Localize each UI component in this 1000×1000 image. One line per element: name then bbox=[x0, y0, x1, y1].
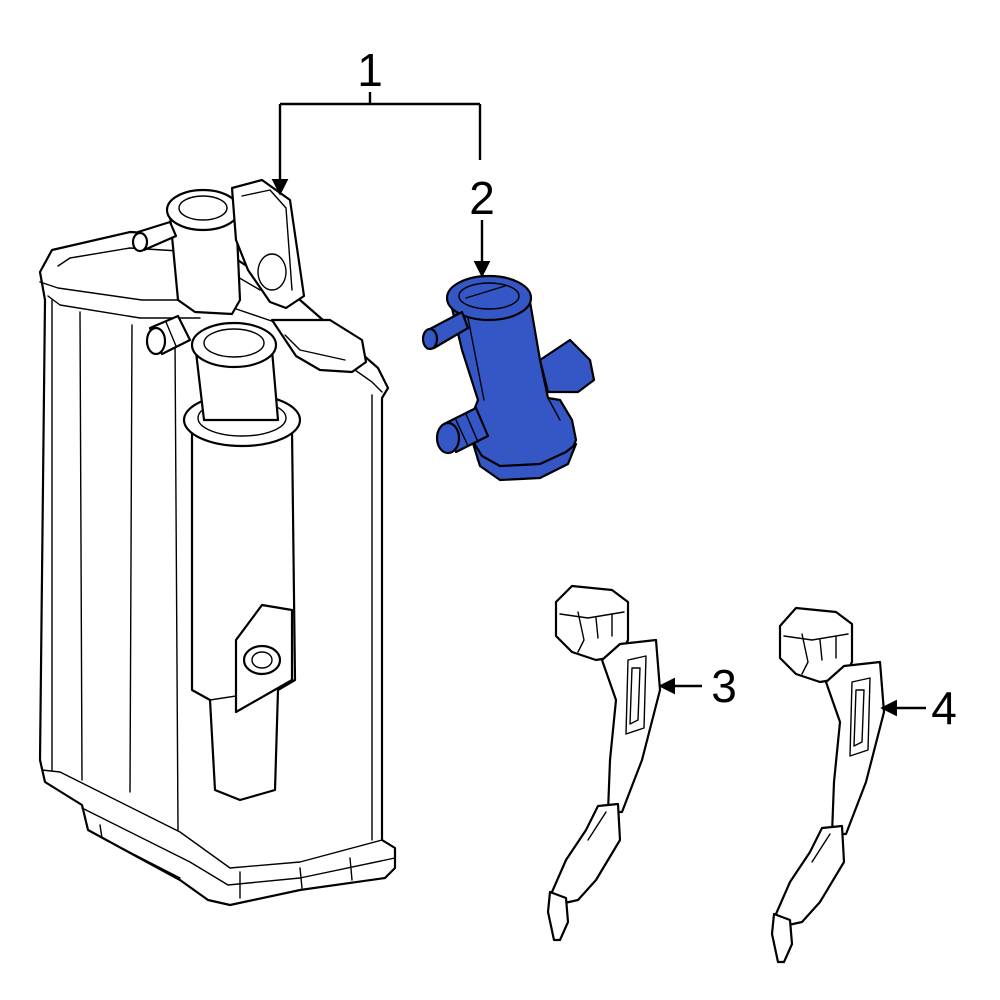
valve-side-port bbox=[538, 338, 596, 394]
callout-3: 3 bbox=[711, 660, 737, 712]
callout-leaders bbox=[271, 92, 926, 717]
vent-hose-part-4[interactable] bbox=[770, 606, 886, 964]
canister-assembly[interactable] bbox=[38, 178, 397, 907]
callout-2: 2 bbox=[469, 172, 495, 224]
purge-valve-highlighted[interactable] bbox=[421, 274, 596, 482]
callout-1: 1 bbox=[357, 44, 383, 96]
vent-hose-part-3[interactable] bbox=[546, 584, 662, 942]
callout-4: 4 bbox=[931, 682, 957, 734]
valve-flange bbox=[470, 438, 578, 482]
